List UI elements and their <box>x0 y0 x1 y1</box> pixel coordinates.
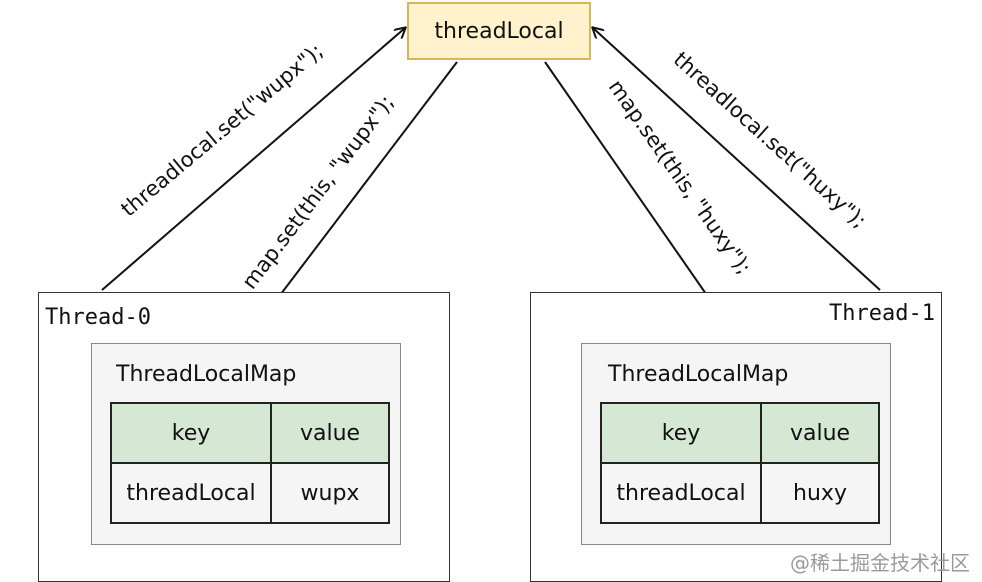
thread-0-map-title: ThreadLocalMap <box>116 362 297 387</box>
thread-0-value-header: value <box>270 402 390 464</box>
thread-0-value-cell: wupx <box>270 462 390 524</box>
thread-0-label: Thread-0 <box>45 305 151 330</box>
thread-1-value-header: value <box>760 402 880 464</box>
thread-1-key-header: key <box>600 402 762 464</box>
thread-0-box: Thread-0 ThreadLocalMap key value thread… <box>38 292 450 582</box>
thread-1-box: Thread-1 ThreadLocalMap key value thread… <box>530 292 942 582</box>
arrow-thread0-to-threadlocal <box>101 28 405 291</box>
thread-1-map-title: ThreadLocalMap <box>608 362 789 387</box>
arrow-thread1-to-threadlocal <box>593 28 881 291</box>
thread-1-value-cell: huxy <box>760 462 880 524</box>
threadlocal-node-label: threadLocal <box>434 18 564 44</box>
thread-1-label: Thread-1 <box>829 301 935 326</box>
threadlocal-node: threadLocal <box>407 2 591 60</box>
thread-1-map: ThreadLocalMap key value threadLocal hux… <box>581 343 891 545</box>
thread-0-key-cell: threadLocal <box>110 462 272 524</box>
thread-0-kv-table: key value threadLocal wupx <box>110 402 390 524</box>
watermark: @稀土掘金技术社区 <box>790 551 970 575</box>
thread-0-map: ThreadLocalMap key value threadLocal wup… <box>91 343 401 545</box>
thread-0-key-header: key <box>110 402 272 464</box>
thread-1-key-cell: threadLocal <box>600 462 762 524</box>
thread-1-kv-table: key value threadLocal huxy <box>600 402 880 524</box>
